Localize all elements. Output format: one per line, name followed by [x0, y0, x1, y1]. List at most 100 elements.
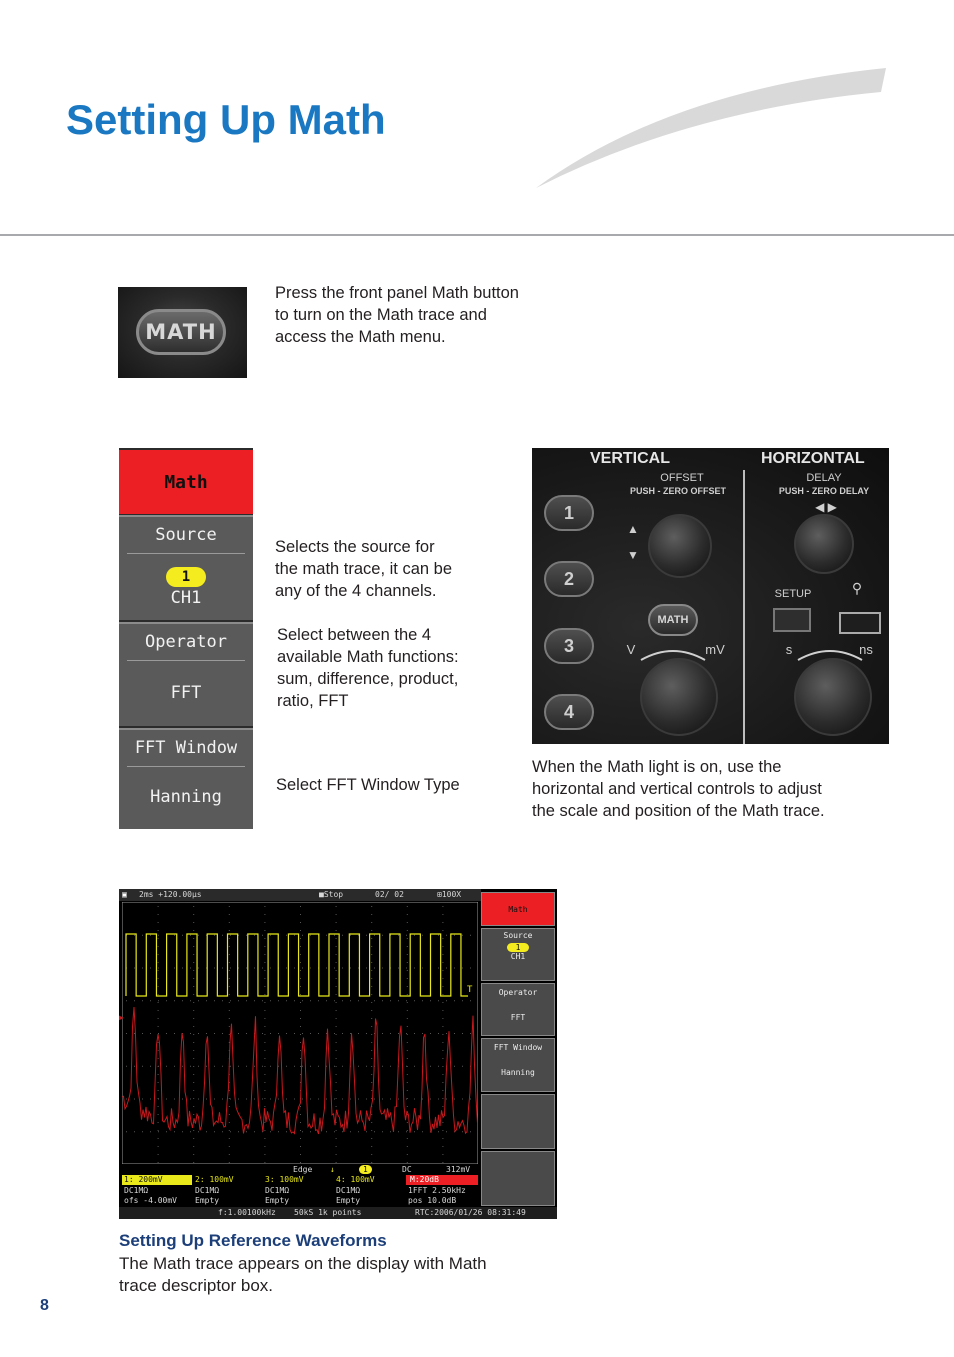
- grid-dot: [278, 1033, 279, 1034]
- grid-dot: [371, 1034, 373, 1035]
- grid-dot: [193, 1026, 195, 1027]
- grid-dot: [318, 1033, 319, 1034]
- grid-dot: [157, 954, 159, 955]
- grid-dot: [264, 922, 266, 923]
- grid-dot: [335, 1162, 337, 1163]
- grid-dot: [442, 938, 444, 939]
- grid-dot: [228, 1098, 230, 1099]
- grid-dot: [228, 954, 230, 955]
- grid-dot: [294, 1098, 295, 1100]
- grid-dot: [371, 1066, 373, 1067]
- grid-dot: [193, 1074, 195, 1075]
- grid-dot: [198, 1131, 199, 1133]
- grid-dot: [335, 922, 337, 923]
- menu-header-math: Math: [119, 450, 253, 514]
- grid-dot: [134, 1000, 135, 1002]
- grid-dot: [198, 967, 199, 969]
- grid-dot: [150, 1131, 151, 1133]
- scope-softkey-source-value: CH1: [510, 952, 526, 961]
- intro-line: Press the front panel Math button: [275, 284, 519, 302]
- grid-dot: [406, 970, 408, 971]
- grid-dot: [222, 1000, 223, 1002]
- scope-softkey-math: Math: [481, 892, 555, 926]
- grid-dot: [230, 1065, 231, 1067]
- grid-dot: [264, 1090, 266, 1091]
- grid-dot: [366, 1131, 367, 1133]
- grid-dot: [442, 906, 444, 907]
- grid-dot: [193, 1114, 195, 1115]
- grid-dot: [193, 1130, 195, 1131]
- grid-dot: [442, 1130, 444, 1131]
- grid-dot: [406, 922, 408, 923]
- trigger-channel-badge: 1: [359, 1165, 372, 1174]
- grid-dot: [264, 1026, 266, 1027]
- grid-dot: [446, 1098, 447, 1100]
- channel-button-2: 2: [544, 561, 594, 597]
- grid-dot: [371, 1114, 373, 1115]
- millivolts-label: mV: [705, 642, 725, 657]
- zoom-button: [839, 612, 881, 634]
- grid-dot: [406, 967, 407, 969]
- grid-dot: [286, 1000, 287, 1002]
- grid-dot: [190, 1098, 191, 1100]
- grid-dot: [158, 1000, 159, 1002]
- grid-dot: [446, 1000, 447, 1002]
- grid-dot: [206, 1098, 207, 1100]
- grid-dot: [342, 934, 343, 936]
- grid-dot: [374, 1131, 375, 1133]
- grid-dot: [286, 934, 287, 936]
- grid-dot: [442, 1138, 444, 1139]
- grid-dot: [157, 962, 159, 963]
- grid-dot: [371, 1026, 373, 1027]
- menu-value-operator: FFT: [170, 683, 202, 703]
- grid-dot: [398, 967, 399, 969]
- grid-dot: [182, 967, 183, 969]
- grid-dot: [470, 1098, 471, 1100]
- caption-line: The Math trace appears on the display wi…: [119, 1254, 487, 1273]
- grid-dot: [422, 1033, 423, 1034]
- grid-dot: [198, 1098, 199, 1100]
- grid-dot: [134, 967, 135, 969]
- grid-dot: [193, 938, 195, 939]
- grid-dot: [157, 1058, 159, 1059]
- grid-dot: [150, 967, 151, 969]
- grid-dot: [302, 1131, 303, 1133]
- grid-dot: [157, 1026, 159, 1027]
- grid-dot: [382, 1098, 383, 1100]
- grid-dot: [442, 1002, 444, 1003]
- grid-dot: [371, 986, 373, 987]
- grid-dot: [254, 1098, 255, 1100]
- down-arrow-icon: ▼: [627, 548, 639, 562]
- grid-dot: [318, 1098, 319, 1100]
- grid-dot: [238, 1131, 239, 1133]
- grid-dot: [264, 1002, 266, 1003]
- grid-dot: [157, 1154, 159, 1155]
- grid-dot: [228, 986, 230, 987]
- scope-softkey-window-value: Hanning: [501, 1068, 535, 1077]
- grid-dot: [254, 1000, 255, 1002]
- grid-dot: [246, 1065, 247, 1067]
- grid-dot: [326, 1098, 327, 1100]
- grid-dot: [358, 934, 359, 936]
- grid-dot: [214, 934, 215, 936]
- grid-dot: [174, 934, 175, 936]
- grid-dot: [335, 954, 337, 955]
- grid-dot: [438, 1065, 439, 1067]
- grid-dot: [193, 1018, 195, 1019]
- grid-dot: [310, 967, 311, 969]
- grid-dot: [193, 978, 195, 979]
- grid-dot: [228, 1106, 230, 1107]
- grid-dot: [157, 1090, 159, 1091]
- grid-dot: [371, 954, 373, 955]
- grid-dot: [406, 1002, 408, 1003]
- scope-softkey-operator: Operator FFT: [481, 983, 555, 1036]
- menu-label-operator: Operator: [145, 632, 227, 652]
- grid-dot: [371, 970, 373, 971]
- grid-dot: [358, 1098, 359, 1100]
- delay-label: DELAY: [806, 472, 842, 484]
- offset-label: OFFSET: [660, 472, 704, 484]
- grid-dot: [310, 1000, 311, 1002]
- grid-dot: [182, 1065, 183, 1067]
- grid-dot: [406, 994, 408, 995]
- zoom-box-icon: ⊞: [437, 890, 442, 899]
